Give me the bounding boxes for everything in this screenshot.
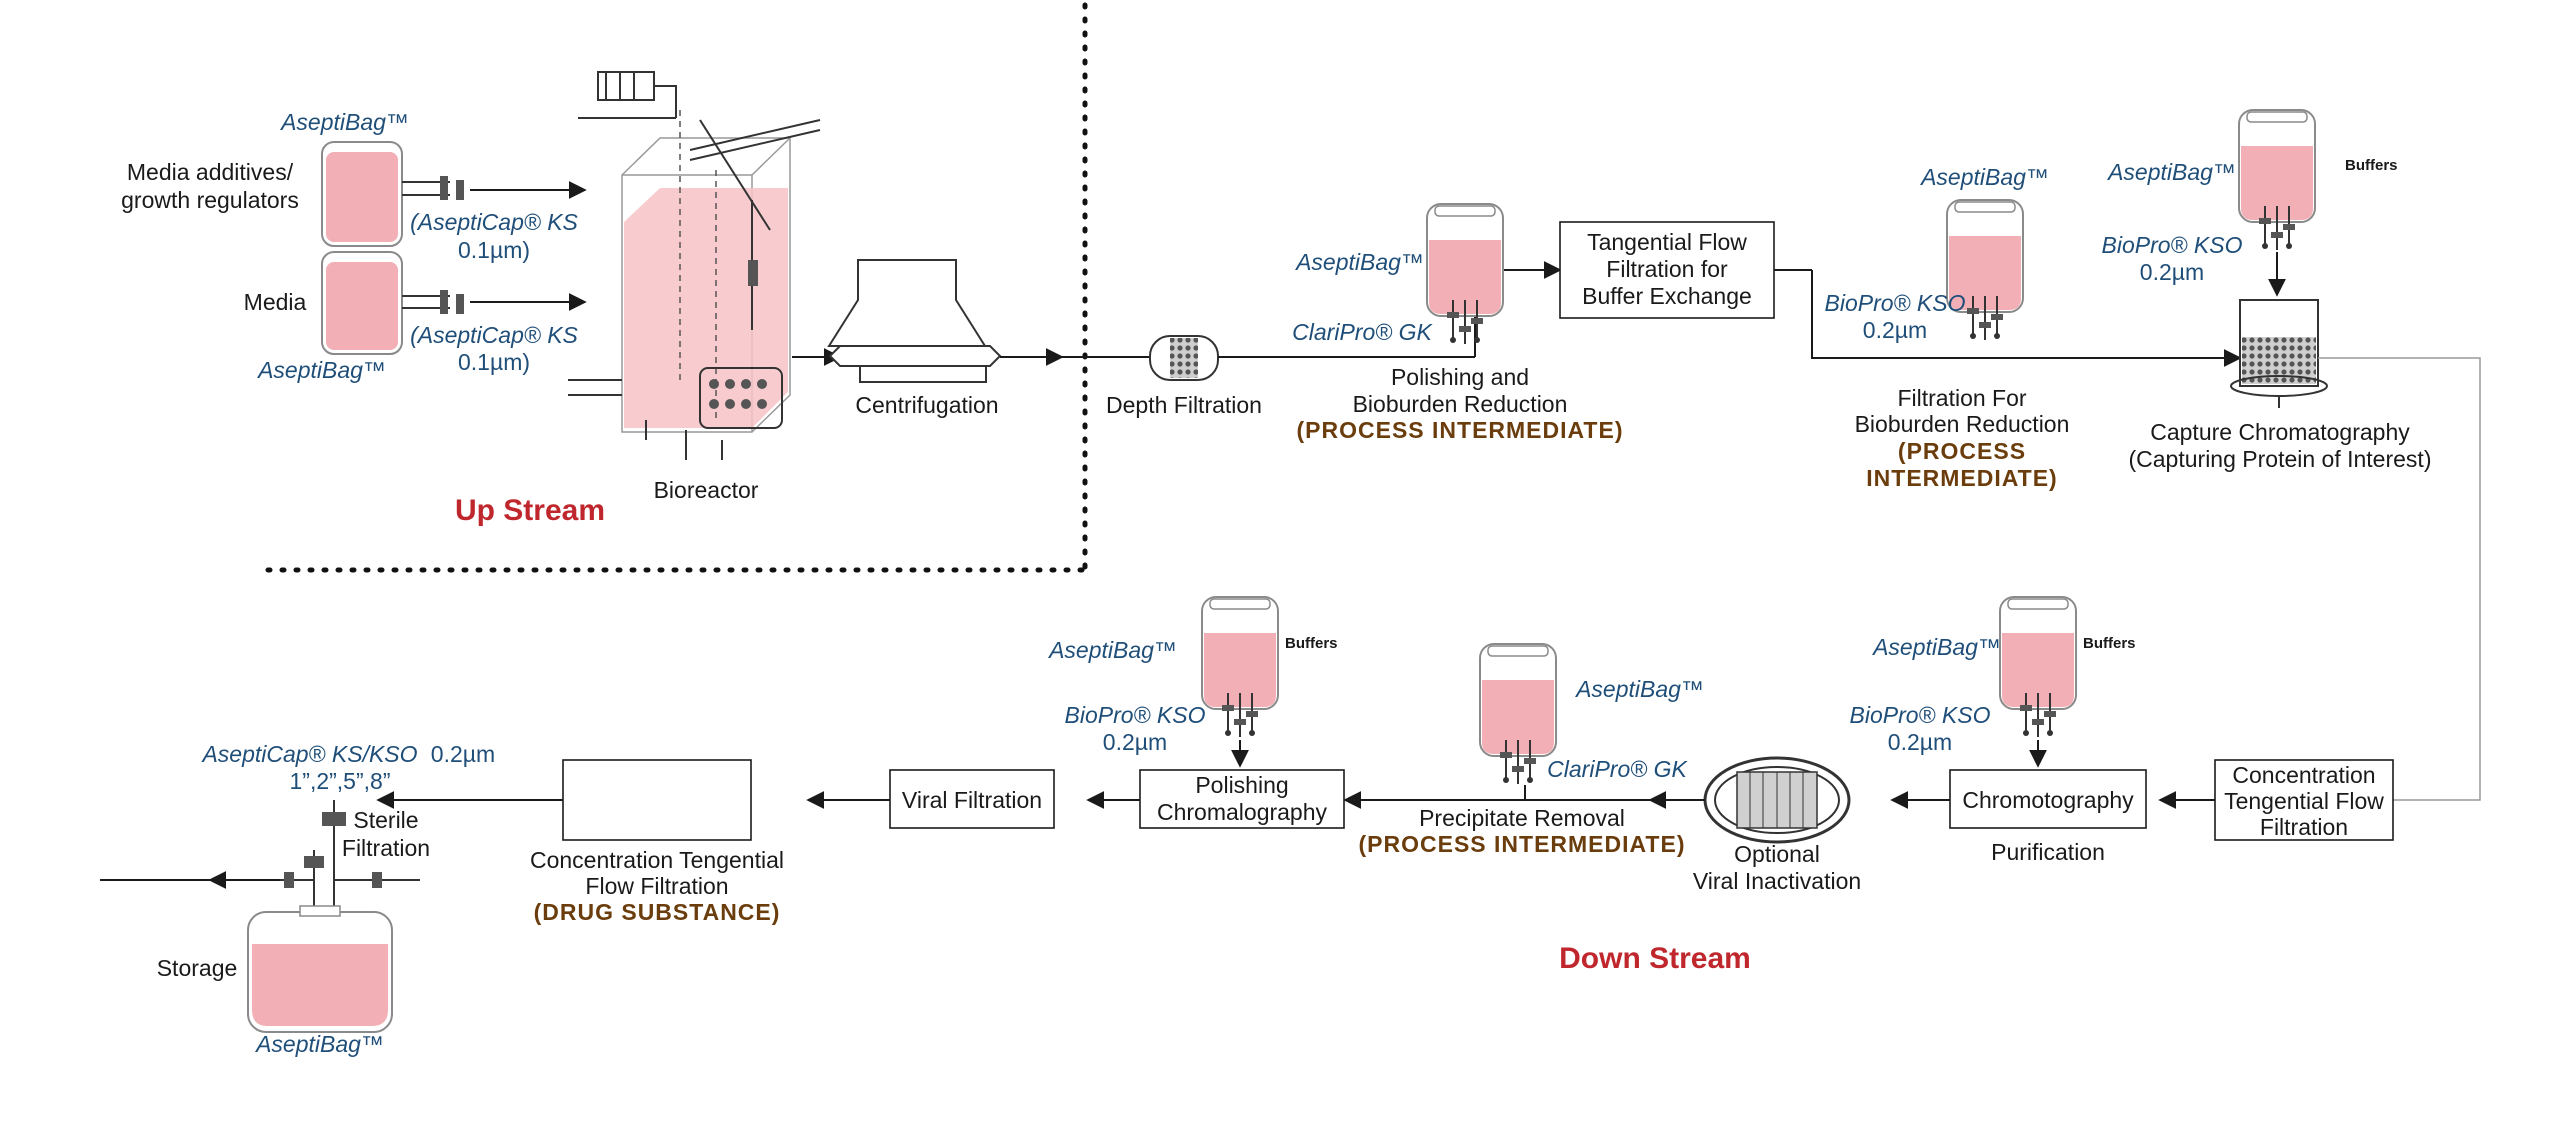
claripro-gk-label-1: ClariPro® GK (1292, 319, 1433, 345)
biopro-kso-label-4: BioPro® KSO (1065, 702, 1206, 728)
media-additives-label-2: growth regulators (121, 187, 299, 213)
concentration-tff-box (2214, 759, 2394, 841)
bioreactor (568, 71, 821, 460)
viral-inactivation-vessel (1703, 756, 1851, 844)
claripro-gk-label-2: ClariPro® GK (1547, 756, 1688, 782)
depth-filtration-label: Depth Filtration (1106, 392, 1262, 418)
precipitate-bag-label: AseptiBag™ (1574, 676, 1704, 702)
biopro-kso-label-2: BioPro® KSO (2102, 232, 2243, 258)
polishing-bag-label: AseptiBag™ (1294, 249, 1424, 275)
capture-buffers-label: Buffers (2345, 157, 2398, 174)
conc-tff-label-1: Concentration (2232, 762, 2375, 788)
polishing-chrom-label-2: Chromalography (1157, 799, 1328, 825)
tff-label-1: Tangential Flow (1587, 229, 1747, 255)
storage-bag-label: AseptiBag™ (254, 1031, 384, 1057)
process-intermediate-1: (PROCESS INTERMEDIATE) (1297, 417, 1624, 443)
media-bag-label: AseptiBag™ (256, 357, 386, 383)
polishing-chrom-bag-label: AseptiBag™ (1047, 637, 1177, 663)
downstream-title: Down Stream (1559, 942, 1751, 975)
centrifuge (827, 259, 1002, 383)
conc-tff-label-3: Filtration (2260, 814, 2348, 840)
biopro-kso-label-1: BioPro® KSO (1825, 290, 1966, 316)
precipitate-bag (1479, 643, 1557, 785)
final-tff-box (562, 759, 752, 841)
upstream-title: Up Stream (455, 494, 605, 527)
asepticap-ks-size-1: 0.1µm) (458, 237, 530, 263)
media-label: Media (244, 289, 307, 315)
media-additives-bag: AseptiBag™ (279, 109, 464, 247)
capture-column (2230, 299, 2328, 408)
capture-bag (2238, 109, 2316, 251)
precipitate-line (1524, 785, 1650, 801)
biopro-kso-size-2: 0.2µm (2140, 259, 2204, 285)
polishing-bag (1426, 203, 1504, 345)
filtration-label-1: Filtration For (1897, 385, 2026, 411)
capture-label-2: (Capturing Protein of Interest) (2129, 446, 2432, 472)
bioreactor-label: Bioreactor (654, 477, 759, 503)
asepticap-ks-kso-size: 0.2µm (431, 741, 495, 767)
media-additives-label-1: Media additives/ (127, 159, 294, 185)
capture-to-concentration-line (2318, 357, 2481, 801)
purification-buffers-label: Buffers (2083, 635, 2136, 652)
filtration-bag-label: AseptiBag™ (1919, 164, 2049, 190)
viral-inactivation-label-1: Optional (1734, 841, 1820, 867)
polishing-chromatography-box (1139, 769, 1345, 829)
filtration-label-2: Bioburden Reduction (1855, 411, 2070, 437)
precipitate-removal-label: Precipitate Removal (1419, 805, 1625, 831)
biopro-kso-label-3: BioPro® KSO (1850, 702, 1991, 728)
chromotography-label: Chromotography (1962, 787, 2134, 813)
centrifugation-label: Centrifugation (855, 392, 998, 418)
tff-label-3: Buffer Exchange (1582, 283, 1752, 309)
polishing-chrom-bag (1201, 596, 1279, 738)
tff-label-2: Filtration for (1606, 256, 1728, 282)
biopro-kso-size-3: 0.2µm (1888, 729, 1952, 755)
final-tff-label-2: Flow Filtration (585, 873, 728, 899)
depth-filter (1149, 335, 1219, 381)
purification-label: Purification (1991, 839, 2105, 865)
sterile-label-1: Sterile (353, 807, 418, 833)
tff-buffer-exchange-box (1559, 221, 1775, 319)
storage-bag (247, 905, 393, 1033)
capture-bag-label: AseptiBag™ (2106, 159, 2236, 185)
biopro-kso-size-1: 0.2µm (1863, 317, 1927, 343)
process-intermediate-3: (PROCESS INTERMEDIATE) (1359, 831, 1686, 857)
asepticap-ks-size-2: 0.1µm) (458, 349, 530, 375)
tff-to-capture-arrow (1811, 270, 2242, 367)
media-bag (321, 251, 464, 355)
process-intermediate-2b: INTERMEDIATE) (1866, 465, 2057, 491)
filtration-bag (1946, 199, 2024, 341)
purification-bag (1999, 596, 2077, 738)
asepticap-ks-label-2: (AseptiCap® KS (410, 322, 578, 348)
purification-bag-label: AseptiBag™ (1871, 634, 2001, 660)
polishing-chrom-label-1: Polishing (1195, 772, 1288, 798)
biopro-kso-size-4: 0.2µm (1103, 729, 1167, 755)
drug-substance-label: (DRUG SUBSTANCE) (534, 899, 781, 925)
conc-tff-label-2: Tengential Flow (2224, 788, 2384, 814)
viral-filtration-label: Viral Filtration (902, 787, 1042, 813)
media-additives-bag-label: AseptiBag™ (279, 109, 409, 135)
asepticap-ks-kso-label: AseptiCap® KS/KSO (200, 741, 417, 767)
viral-inactivation-label-2: Viral Inactivation (1693, 868, 1861, 894)
storage-label: Storage (157, 955, 238, 981)
sterile-filter-assembly (280, 800, 420, 910)
asepticap-ks-label-1: (AseptiCap® KS (410, 209, 578, 235)
sterile-label-2: Filtration (342, 835, 430, 861)
polishing-chrom-buffers-label: Buffers (1285, 635, 1338, 652)
final-tff-label-1: Concentration Tengential (530, 847, 784, 873)
chromotography-box (1949, 769, 2147, 829)
polishing-label-1: Polishing and (1391, 364, 1529, 390)
asepticap-sizes: 1”,2”,5”,8” (290, 768, 391, 794)
capture-label-1: Capture Chromatography (2150, 419, 2410, 445)
polishing-label-2: Bioburden Reduction (1353, 391, 1568, 417)
viral-filtration-box (889, 769, 1055, 829)
process-intermediate-2a: (PROCESS (1898, 438, 2026, 464)
